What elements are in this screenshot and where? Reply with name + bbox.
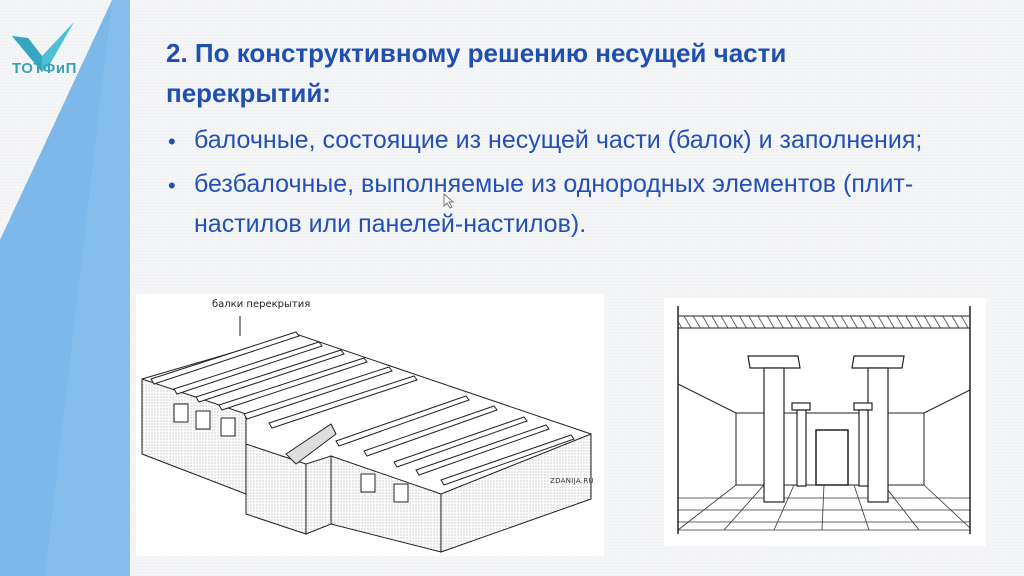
mouse-cursor-icon [443, 193, 455, 209]
building-drawing [141, 316, 592, 553]
bullet-list: • балочные, состоящие из несущей части (… [166, 120, 966, 248]
logo-checkmark-icon [12, 22, 74, 72]
bullet-dot-icon: • [168, 129, 176, 154]
figure-caption: балки перекрытия [212, 299, 311, 310]
bullet-dot-icon: • [168, 173, 176, 198]
slide-title: 2. По конструктивному решению несущей ча… [166, 38, 787, 108]
bullet-text: безбалочные, выполняемые из однородных э… [194, 170, 914, 238]
figure-beam-floor: балки перекрытия ZDANIJA.RU [136, 294, 604, 556]
logo-text: ТОТФиП [12, 60, 77, 77]
figure-beamless-floor [664, 298, 986, 546]
bullet-item: • безбалочные, выполняемые из однородных… [166, 164, 966, 244]
interior-drawing [677, 306, 971, 534]
bullet-item: • балочные, состоящие из несущей части (… [166, 120, 966, 160]
bullet-text: балочные, состоящие из несущей части (ба… [194, 126, 923, 154]
watermark: ZDANIJA.RU [550, 477, 594, 485]
decorative-stripe [0, 0, 130, 576]
